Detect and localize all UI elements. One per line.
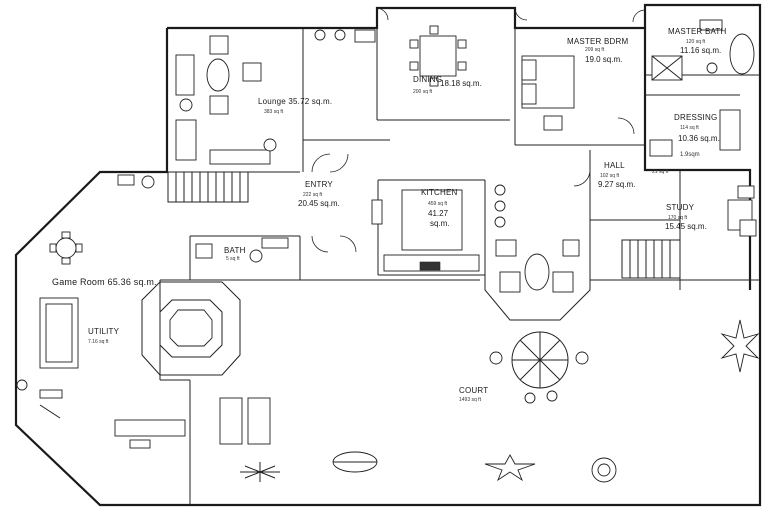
octagonal-hot-tub [141, 281, 241, 376]
lounge-furniture [175, 29, 376, 165]
study-name: STUDY [666, 203, 695, 212]
masterbath-area: 11.16 sq.m. [680, 46, 722, 55]
dining-sqft: 200 sq ft [413, 89, 433, 95]
hall-name: HALL [604, 161, 625, 170]
court-plant [240, 462, 280, 482]
doors [311, 7, 646, 253]
gameroom-name: Game Room 65.36 sq.m. [52, 277, 157, 287]
dining-area: 18.18 sq.m. [440, 79, 482, 88]
masterbath-sqft: 120 sq ft [686, 39, 706, 45]
lounge-name: Lounge [258, 97, 286, 106]
master-bed [521, 55, 575, 131]
hall-sqft: 102 sq ft [600, 173, 620, 179]
entry-name: ENTRY [305, 180, 333, 189]
masterbath-name: MASTER BATH [668, 27, 727, 36]
master-sqft: 209 sq ft [585, 47, 605, 53]
court-bench [39, 389, 63, 419]
game-room-furniture [16, 174, 186, 449]
dressing-extra: 1.9sqm [680, 152, 700, 158]
dressing-sqft: 114 sq ft [680, 125, 699, 131]
bath-name: BATH [224, 246, 246, 255]
compass-star [720, 319, 760, 373]
entry-sqft: 222 sq ft [303, 192, 323, 198]
kitchen-area: 41.27 [428, 209, 449, 218]
utility-name: UTILITY [88, 327, 120, 336]
dining-name: DINING [413, 75, 443, 84]
kitchen-unit: sq.m. [430, 219, 450, 228]
entry-area: 20.45 sq.m. [298, 199, 340, 208]
lounge-sqft: 383 sq ft [264, 109, 284, 115]
hall-area: 9.27 sq.m. [598, 180, 636, 189]
lounge-area: 35.72 sq.m. [288, 97, 333, 106]
court-name: COURT [459, 386, 489, 395]
master-name: MASTER BDRM [567, 37, 629, 46]
court-patio-table [489, 331, 589, 404]
hall-extra: 21 sq ft [652, 169, 669, 175]
study-sqft: 170 sq ft [668, 215, 688, 221]
kitchen-fixtures [371, 184, 506, 272]
master-area: 19.0 sq.m. [585, 55, 623, 64]
court-star-decoration [332, 451, 617, 483]
bath-area: 5 sq ft [226, 256, 240, 262]
breakfast-nook [495, 239, 580, 293]
master-bath-fixtures [651, 19, 755, 81]
kitchen-sqft: 459 sq ft [428, 201, 448, 207]
dressing-fixtures [649, 109, 741, 157]
lounge-label: Lounge 35.72 sq.m. [258, 98, 332, 106]
court-sqft: 1493 sq ft [459, 397, 481, 403]
dining-furniture [409, 25, 467, 87]
stairs-study [621, 239, 681, 279]
utility-sqft: 7.16 sq ft [88, 339, 109, 345]
study-area: 15.45 sq.m. [665, 222, 707, 231]
dressing-name: DRESSING [674, 113, 718, 122]
stairs-lounge [167, 171, 249, 203]
bath-fixtures [195, 237, 289, 263]
study-furniture [727, 185, 757, 237]
court-lounge-chairs [219, 397, 271, 445]
dressing-area: 10.36 sq.m. [678, 134, 720, 143]
kitchen-name: KITCHEN [421, 188, 458, 197]
